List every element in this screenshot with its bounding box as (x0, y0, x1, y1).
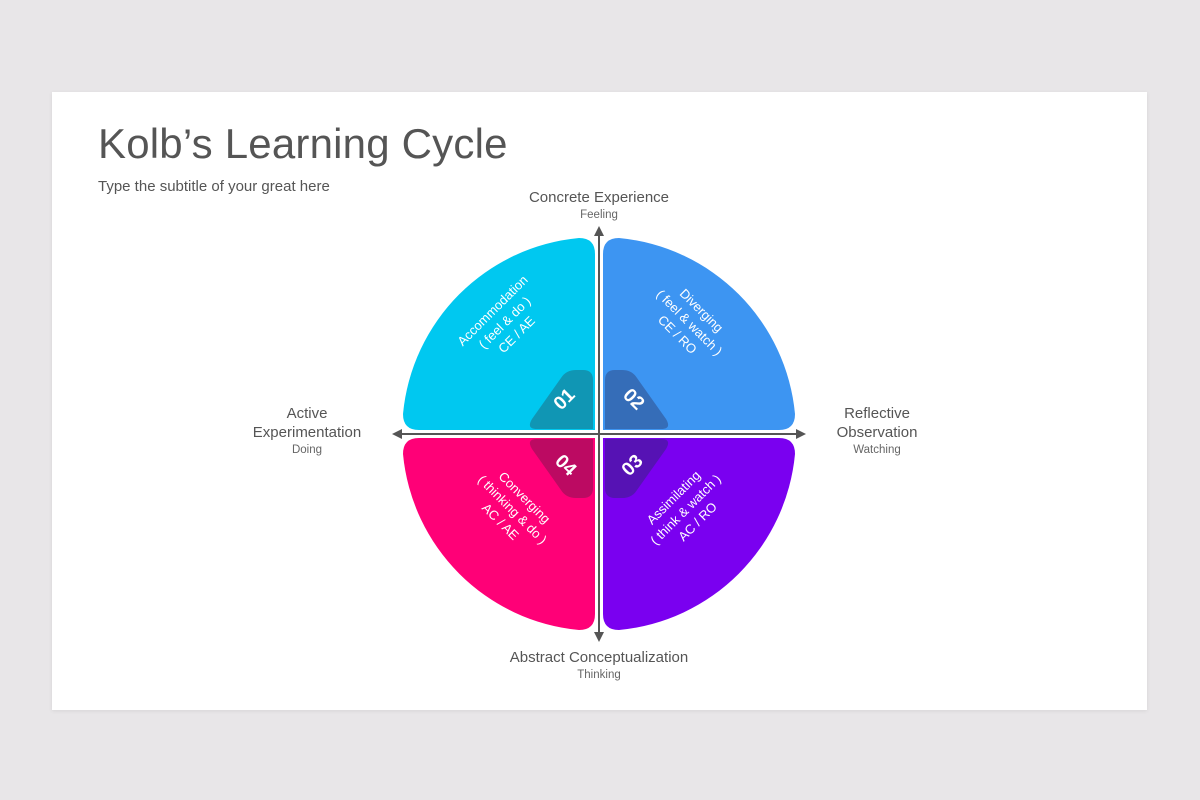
arrow-up-icon (594, 226, 604, 236)
axis-right-title-1: Reflective (844, 405, 910, 422)
learning-cycle-diagram: 01 02 03 04 Accommodation ( feel & do ) … (253, 189, 918, 681)
axis-top-title: Concrete Experience (529, 189, 669, 206)
axis-top-sub: Feeling (580, 209, 618, 221)
axis-left-sub: Doing (292, 444, 322, 456)
badge-03 (605, 439, 669, 498)
axis-right-sub: Watching (853, 444, 901, 456)
quadrant-converging (403, 438, 595, 630)
axis-left-title-1: Active (287, 405, 328, 422)
badge-04 (529, 439, 593, 498)
axis-right-title-2: Observation (837, 424, 918, 441)
slide: Kolb’s Learning Cycle Type the subtitle … (52, 92, 1147, 710)
quadrant-assimilating (603, 438, 795, 630)
arrow-left-icon (392, 429, 402, 439)
badge-02 (605, 370, 669, 429)
quadrant-accommodation (403, 238, 595, 430)
axis-bottom-sub: Thinking (577, 669, 620, 681)
page-subtitle: Type the subtitle of your great here (98, 178, 330, 195)
arrow-right-icon (796, 429, 806, 439)
arrow-down-icon (594, 632, 604, 642)
badge-01 (529, 370, 593, 429)
axis-left-title-2: Experimentation (253, 424, 361, 441)
axis-bottom-title: Abstract Conceptualization (510, 649, 688, 666)
quadrant-diverging (603, 238, 795, 430)
page-title: Kolb’s Learning Cycle (98, 120, 508, 167)
